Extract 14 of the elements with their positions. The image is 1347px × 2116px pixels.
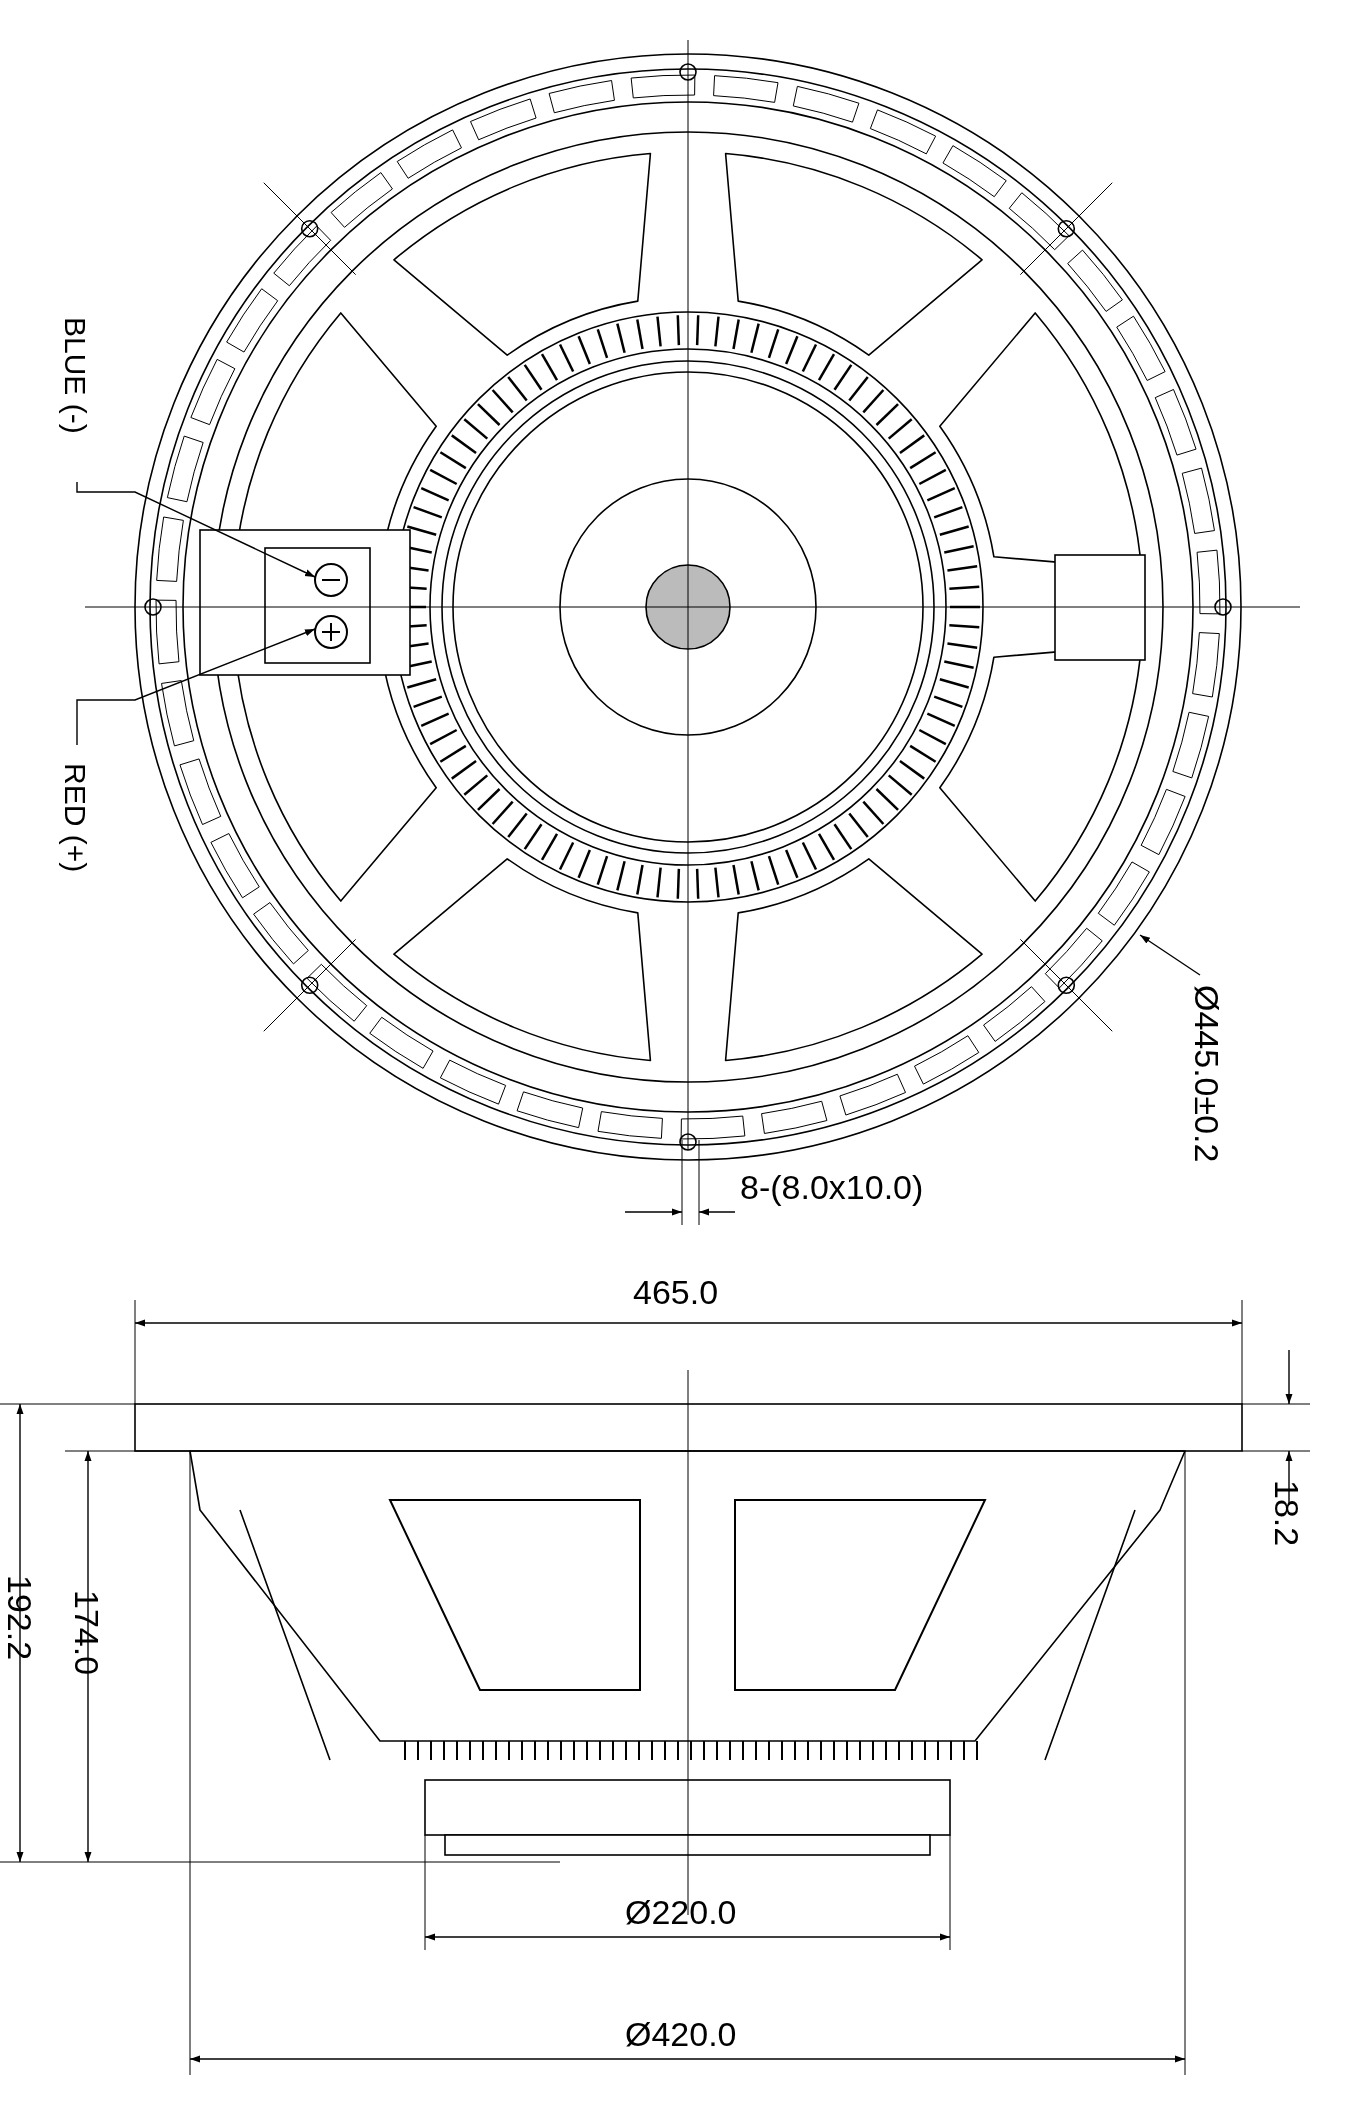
terminal-label: BLUE (-) <box>60 317 90 434</box>
leader-line <box>76 481 316 578</box>
terminal-screw-icon <box>314 563 348 597</box>
diameter-dimension: Ø445.0±0.2 <box>1190 985 1224 1163</box>
dimension-text: 192.2 <box>3 1575 37 1661</box>
dimension-text: 18.2 <box>1270 1480 1304 1547</box>
dimension-text: 8-(8.0x10.0) <box>740 1170 924 1204</box>
dimension-text: 465.0 <box>633 1275 719 1309</box>
dimension-text: 174.0 <box>70 1590 104 1676</box>
diameter-dimension: Ø220.0 <box>625 1895 737 1929</box>
terminal-label: RED (+) <box>60 763 90 873</box>
leader-line <box>76 628 316 746</box>
terminal-screw-icon <box>314 615 348 649</box>
diameter-dimension: Ø420.0 <box>625 2017 737 2051</box>
